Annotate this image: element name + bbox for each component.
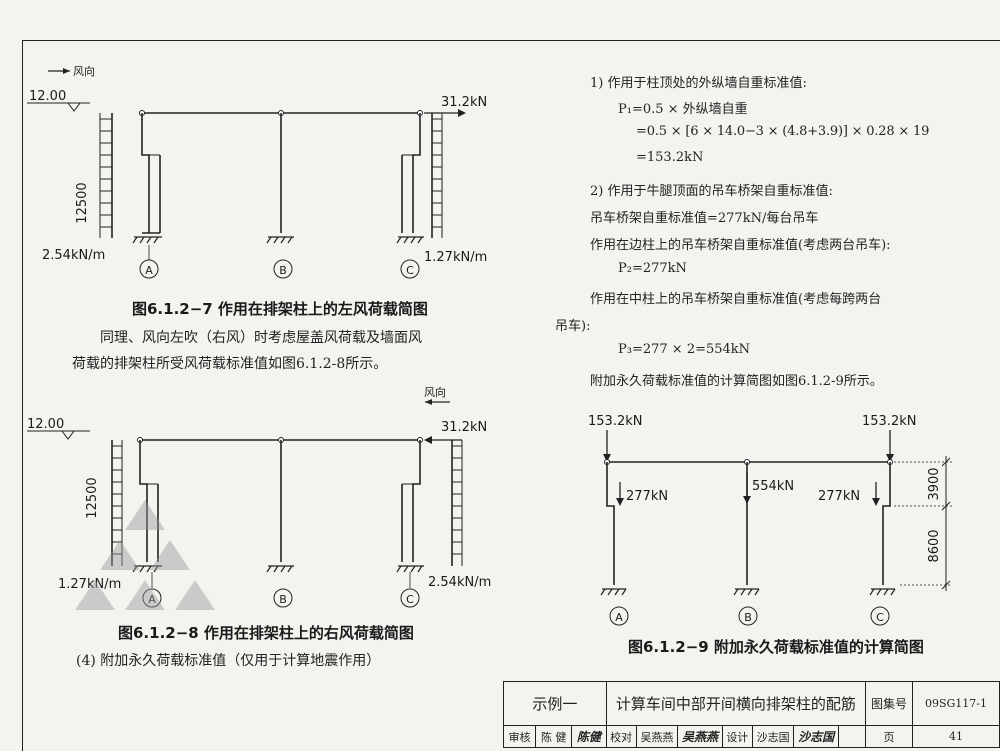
figure-7-caption: 图6.1.2−7 作用在排架柱上的左风荷载简图: [132, 300, 428, 318]
right-load-label: 1.27kN/m: [424, 250, 487, 265]
frame-top-line: [22, 40, 1000, 41]
figure-9-caption: 图6.1.2−9 附加永久荷载标准值的计算简图: [628, 638, 924, 656]
axis-b-label: B: [279, 264, 287, 277]
axis-c-label: C: [406, 593, 414, 606]
example-label: 示例一: [503, 681, 607, 726]
p1-line-2: =0.5 × [6 × 14.0−3 × (4.8+3.9)] × 0.28 ×…: [636, 124, 930, 139]
wind-direction-label: 风向: [424, 385, 446, 399]
frame-left-line: [22, 40, 23, 751]
figure-6-1-2-8: 风向 12.00 12500: [27, 385, 491, 610]
figure-6-1-2-7: 风向 12.00 12500: [27, 64, 487, 279]
blank-cell: [838, 725, 866, 748]
crane-right-load-label: 277kN: [818, 489, 860, 504]
page-number: 41: [912, 725, 1000, 748]
design-signature: 沙志国: [793, 725, 839, 748]
top-right-load-label: 153.2kN: [862, 414, 916, 429]
axis-a-label: A: [148, 593, 156, 606]
p1-line-1: P₁=0.5 × 外纵墙自重: [618, 102, 748, 117]
elevation-label: 12.00: [27, 417, 64, 432]
p3-line: P₃=277 × 2=554kN: [618, 342, 751, 357]
axis-c-label: C: [876, 611, 884, 624]
review-label: 审核: [502, 725, 537, 748]
watermark-logo: [75, 500, 215, 610]
height-dimension: 12500: [75, 182, 90, 223]
wind-direction-label: 风向: [73, 64, 95, 78]
middle-column-line-2: 吊车):: [555, 319, 591, 334]
figure-6-1-2-9: 153.2kN 153.2kN 277kN 554kN 277kN: [588, 414, 952, 626]
atlas-label: 图集号: [865, 681, 913, 726]
axis-b-label: B: [744, 611, 752, 624]
right-load-label: 2.54kN/m: [428, 575, 491, 590]
axis-a-label: A: [145, 264, 153, 277]
paragraph-line-1: 同理、风向左吹（右风）时考虑屋盖风荷载及墙面风: [100, 330, 422, 346]
p2-line: P₂=277kN: [618, 261, 687, 276]
section-4-heading: (4) 附加永久荷载标准值（仅用于计算地震作用）: [76, 653, 381, 669]
title-block: 示例一 计算车间中部开间横向排架柱的配筋 图集号 09SG117-1 审核 陈 …: [502, 681, 1000, 748]
check-label: 校对: [605, 725, 637, 748]
dimension-upper: 3900: [927, 467, 942, 500]
axis-c-label: C: [406, 264, 414, 277]
crane-left-load-label: 277kN: [626, 489, 668, 504]
top-left-load-label: 153.2kN: [588, 414, 642, 429]
check-name: 吴燕燕: [635, 725, 679, 748]
middle-column-line-1: 作用在中柱上的吊车桥架自重标准值(考虑每跨两台: [590, 292, 882, 307]
figure-9-reference: 附加永久荷载标准值的计算简图如图6.1.2-9所示。: [590, 374, 883, 389]
crane-std-line: 吊车桥架自重标准值=277kN/每台吊车: [590, 211, 819, 226]
design-name: 沙志国: [751, 725, 795, 748]
left-load-label: 2.54kN/m: [42, 248, 105, 263]
check-signature: 吴燕燕: [677, 725, 723, 748]
top-force-label: 31.2kN: [441, 420, 487, 435]
left-load-label: 1.27kN/m: [58, 577, 121, 592]
crane-mid-load-label: 554kN: [752, 479, 794, 494]
atlas-number: 09SG117-1: [912, 681, 1000, 726]
p1-line-3: =153.2kN: [636, 150, 704, 165]
axis-b-label: B: [279, 593, 287, 606]
edge-column-line: 作用在边柱上的吊车桥架自重标准值(考虑两台吊车):: [590, 238, 891, 253]
elevation-label: 12.00: [29, 89, 66, 104]
review-signature: 陈健: [571, 725, 607, 748]
axis-a-label: A: [615, 611, 623, 624]
review-name: 陈 健: [535, 725, 573, 748]
dimension-lower: 8600: [927, 529, 942, 562]
figure-8-caption: 图6.1.2−8 作用在排架柱上的右风荷载简图: [118, 624, 414, 642]
item-2-heading: 2) 作用于牛腿顶面的吊车桥架自重标准值:: [590, 184, 833, 199]
design-label: 设计: [721, 725, 753, 748]
page-label: 页: [865, 725, 913, 748]
item-1-heading: 1) 作用于柱顶处的外纵墙自重标准值:: [590, 76, 807, 91]
paragraph-line-2: 荷载的排架柱所受风荷载标准值如图6.1.2-8所示。: [72, 356, 388, 372]
height-dimension: 12500: [85, 477, 100, 518]
drawing-title: 计算车间中部开间横向排架柱的配筋: [605, 681, 867, 726]
top-force-label: 31.2kN: [441, 95, 487, 110]
